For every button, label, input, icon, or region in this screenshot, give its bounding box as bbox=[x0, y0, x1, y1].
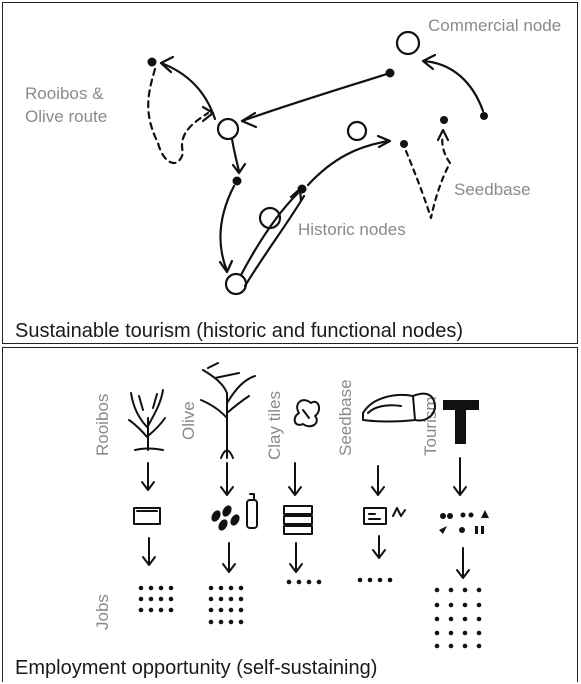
tourism-panel: Commercial node Rooibos & Olive route Se… bbox=[2, 2, 578, 344]
arrow-historic-to-seedbase bbox=[306, 139, 391, 187]
south-node-circle bbox=[224, 272, 248, 296]
hub-node-circle bbox=[216, 117, 240, 141]
tourism-caption: Sustainable tourism (historic and functi… bbox=[15, 320, 463, 342]
arrow-to-commercial bbox=[421, 59, 485, 113]
seedbase-route-dash bbox=[404, 133, 452, 220]
olive-tree-icon bbox=[200, 362, 256, 459]
jobs-dots-tourism bbox=[434, 587, 482, 649]
label-seedbase: Seedbase bbox=[454, 180, 531, 199]
olive-fruit-icon bbox=[211, 505, 240, 531]
seedbase-dot bbox=[400, 140, 408, 148]
seedbase-dot bbox=[440, 116, 448, 124]
clay-tile-icon bbox=[293, 399, 321, 428]
olive-oil-bottle-icon bbox=[246, 493, 258, 529]
rooibos-plant-icon bbox=[128, 389, 166, 451]
arrow-hub-down bbox=[230, 137, 241, 173]
employment-panel: Rooibos Olive Clay tiles Seedbase Touris… bbox=[2, 347, 578, 682]
stacked-tiles-icon bbox=[283, 505, 313, 535]
tourism-node-sketch: Commercial node Rooibos & Olive route Se… bbox=[15, 16, 561, 342]
seed-packet-icon bbox=[363, 507, 406, 525]
product-label-seedbase: Seedbase bbox=[336, 379, 355, 456]
jobs-label: Jobs bbox=[93, 594, 112, 630]
label-route-line2: Olive route bbox=[25, 107, 107, 126]
product-label-rooibos: Rooibos bbox=[93, 394, 112, 456]
jobs-dots-rooibos bbox=[138, 585, 174, 613]
product-label-tourism: Tourism bbox=[421, 396, 440, 456]
label-commercial-node: Commercial node bbox=[428, 16, 561, 35]
employment-caption: Employment opportunity (self-sustaining) bbox=[15, 657, 377, 679]
jobs-dots-olive bbox=[208, 585, 244, 625]
product-label-olive: Olive bbox=[179, 401, 198, 440]
label-historic-nodes: Historic nodes bbox=[298, 220, 406, 239]
label-route-line1: Rooibos & bbox=[25, 84, 104, 103]
job-dots bbox=[138, 577, 482, 649]
seedbase-icon bbox=[362, 392, 436, 423]
jobs-dots-seedbase bbox=[357, 577, 393, 583]
arrows-to-jobs bbox=[142, 535, 470, 579]
dot bbox=[480, 112, 488, 120]
tea-box-icon bbox=[133, 507, 161, 525]
route-arrowhead bbox=[201, 105, 215, 123]
arrows-to-products bbox=[141, 457, 467, 496]
dot bbox=[232, 176, 242, 186]
arrow-down-to-south bbox=[219, 184, 236, 273]
arrow-south-to-historic bbox=[239, 191, 300, 277]
rooibos-route-dash bbox=[147, 67, 210, 165]
jobs-dots-clay-tiles bbox=[286, 579, 322, 585]
commercial-node-circle bbox=[395, 30, 421, 56]
tourism-activities-icon bbox=[439, 510, 489, 534]
tourism-t-icon bbox=[443, 400, 479, 444]
employment-sketch: Rooibos Olive Clay tiles Seedbase Touris… bbox=[15, 362, 489, 679]
node-circle bbox=[346, 120, 368, 142]
arrow-commercial-to-hub bbox=[240, 71, 392, 123]
product-label-clay-tiles: Clay tiles bbox=[265, 391, 284, 460]
rooibos-dot bbox=[147, 57, 157, 67]
